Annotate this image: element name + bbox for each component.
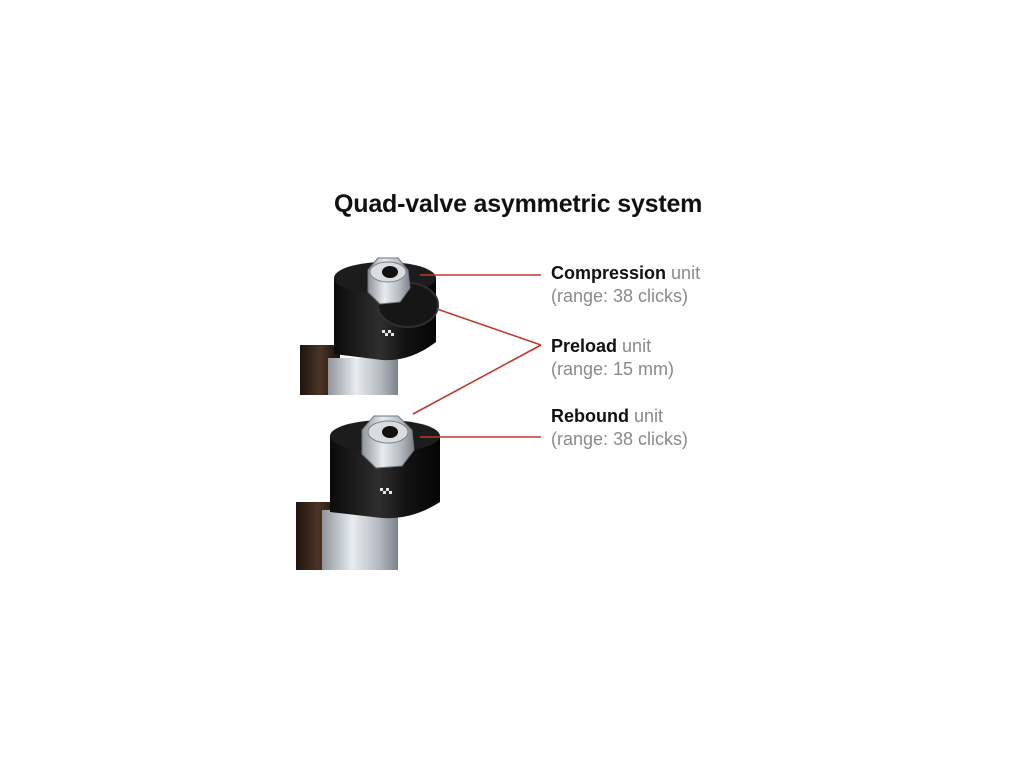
rebound-name: Rebound bbox=[551, 406, 629, 426]
lower-adjuster-center bbox=[382, 426, 398, 438]
preload-label: Preload unit (range: 15 mm) bbox=[551, 335, 674, 381]
preload-name: Preload bbox=[551, 336, 618, 356]
preload-range: (range: 15 mm) bbox=[551, 359, 675, 379]
lower-checker-logo bbox=[380, 488, 392, 494]
rebound-range: (range: 38 clicks) bbox=[551, 429, 689, 449]
lower-silver-collar bbox=[322, 510, 398, 570]
rebound-unit: unit bbox=[634, 406, 664, 426]
compression-name: Compression bbox=[551, 263, 667, 283]
upper-silver-collar bbox=[328, 358, 398, 398]
fork-cap-illustration bbox=[290, 257, 450, 570]
preload-unit: unit bbox=[622, 336, 652, 356]
compression-label: Compression unit (range: 38 clicks) bbox=[551, 262, 700, 308]
upper-fork-cap bbox=[290, 257, 450, 401]
preload-leader-line-upper bbox=[436, 308, 542, 346]
diagram-title: Quad-valve asymmetric system bbox=[334, 190, 703, 218]
lower-fork-cap bbox=[296, 415, 440, 570]
lower-cap-body bbox=[330, 436, 440, 519]
compression-range: (range: 38 clicks) bbox=[551, 286, 689, 306]
upper-adjuster-center bbox=[382, 266, 398, 278]
compression-unit: unit bbox=[671, 263, 701, 283]
fork-cap-photos bbox=[290, 250, 450, 570]
rebound-label: Rebound unit (range: 38 clicks) bbox=[551, 405, 688, 451]
upper-checker-logo bbox=[382, 330, 394, 336]
